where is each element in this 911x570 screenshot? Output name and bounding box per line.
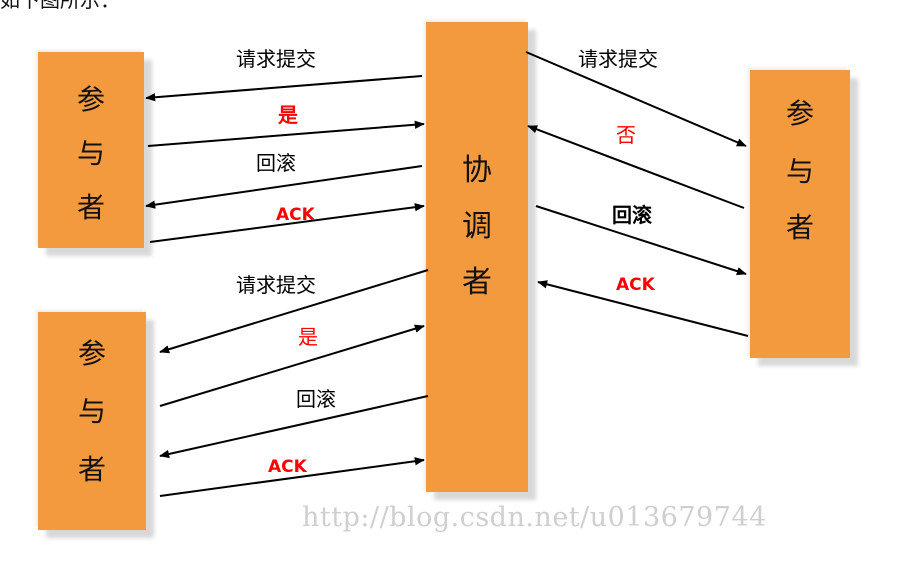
- caption-partial: 如下图所示：: [0, 0, 120, 12]
- arrow-request-commit-bottom-left: [159, 269, 429, 354]
- arrow-rollback-bottom-left: [159, 395, 429, 459]
- label-yes: 是: [277, 103, 298, 127]
- label-ack: ACK: [268, 457, 308, 477]
- arrow-yes-top-left: [147, 120, 425, 147]
- participant-label: 参: [785, 97, 814, 130]
- label-yes: 是: [298, 325, 318, 349]
- arrow-yes-bottom-left: [159, 324, 425, 407]
- participant-label: 者: [76, 191, 105, 224]
- label-rollback: 回滚: [296, 387, 336, 411]
- label-request-commit: 请求提交: [236, 47, 316, 71]
- arrow-ack-bottom-left: [159, 457, 425, 497]
- coordinator-label: 者: [462, 265, 492, 300]
- label-ack: ACK: [276, 205, 316, 225]
- participant-box-bottom-left: 参 与 者: [38, 312, 146, 530]
- label-request-commit: 请求提交: [236, 273, 316, 297]
- label-ack: ACK: [616, 275, 656, 295]
- arrow-request-commit-right: [525, 51, 747, 147]
- participant-label: 者: [785, 211, 814, 244]
- label-no: 否: [616, 123, 636, 147]
- participant-label: 与: [76, 137, 105, 170]
- participant-label: 参: [76, 83, 105, 116]
- label-rollback: 回滚: [612, 203, 653, 227]
- coordinator-box: 协 调 者: [426, 22, 528, 492]
- arrow-request-commit-top-left: [145, 75, 423, 102]
- arrow-ack-top-left: [149, 203, 425, 243]
- arrow-rollback-right: [535, 205, 747, 276]
- participant-label: 参: [77, 337, 106, 370]
- arrow-rollback-top-left: [145, 165, 423, 209]
- watermark-url: http://blog.csdn.net/u013679744: [302, 502, 767, 533]
- participant-label: 者: [77, 453, 106, 486]
- arrow-ack-right: [537, 280, 749, 337]
- label-rollback: 回滚: [256, 151, 296, 175]
- coordinator-label: 协: [462, 153, 492, 188]
- participant-label: 与: [785, 155, 814, 188]
- participant-box-top-left: 参 与 者: [38, 52, 144, 248]
- participant-label: 与: [77, 395, 106, 428]
- coordinator-label: 调: [462, 209, 492, 244]
- arrow-no-right: [527, 125, 745, 209]
- label-request-commit: 请求提交: [578, 47, 658, 71]
- participant-box-right: 参 与 者: [750, 70, 850, 358]
